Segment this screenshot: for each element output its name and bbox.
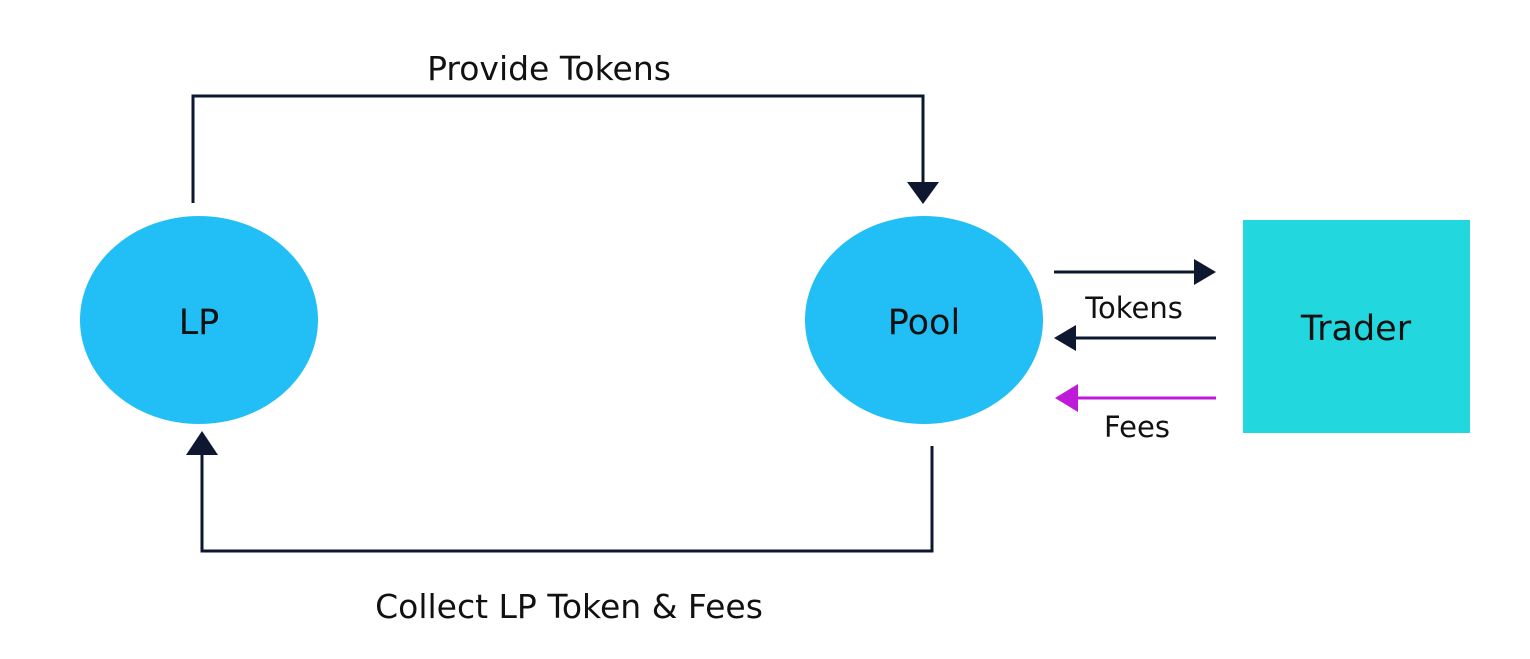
provide-tokens-connector	[191, 94, 925, 203]
pool-node	[805, 216, 1043, 424]
lp-node	[80, 216, 318, 424]
provide-tokens-arrowhead	[907, 182, 939, 204]
tokens-label: Tokens	[1084, 291, 1183, 325]
collect-label: Collect LP Token & Fees	[375, 587, 763, 626]
fees-arrowhead	[1055, 384, 1078, 412]
provide-tokens-label: Provide Tokens	[427, 49, 671, 88]
trader-node-label: Trader	[1300, 309, 1412, 349]
fees-label: Fees	[1104, 410, 1170, 444]
pool-node-label: Pool	[888, 303, 960, 343]
tokens-in-arrowhead	[1054, 325, 1076, 351]
collect-arrowhead	[186, 431, 218, 455]
trader-node	[1243, 220, 1470, 433]
lp-node-label: LP	[179, 303, 220, 343]
collect-connector	[200, 446, 934, 553]
tokens-out-arrowhead	[1194, 259, 1216, 285]
